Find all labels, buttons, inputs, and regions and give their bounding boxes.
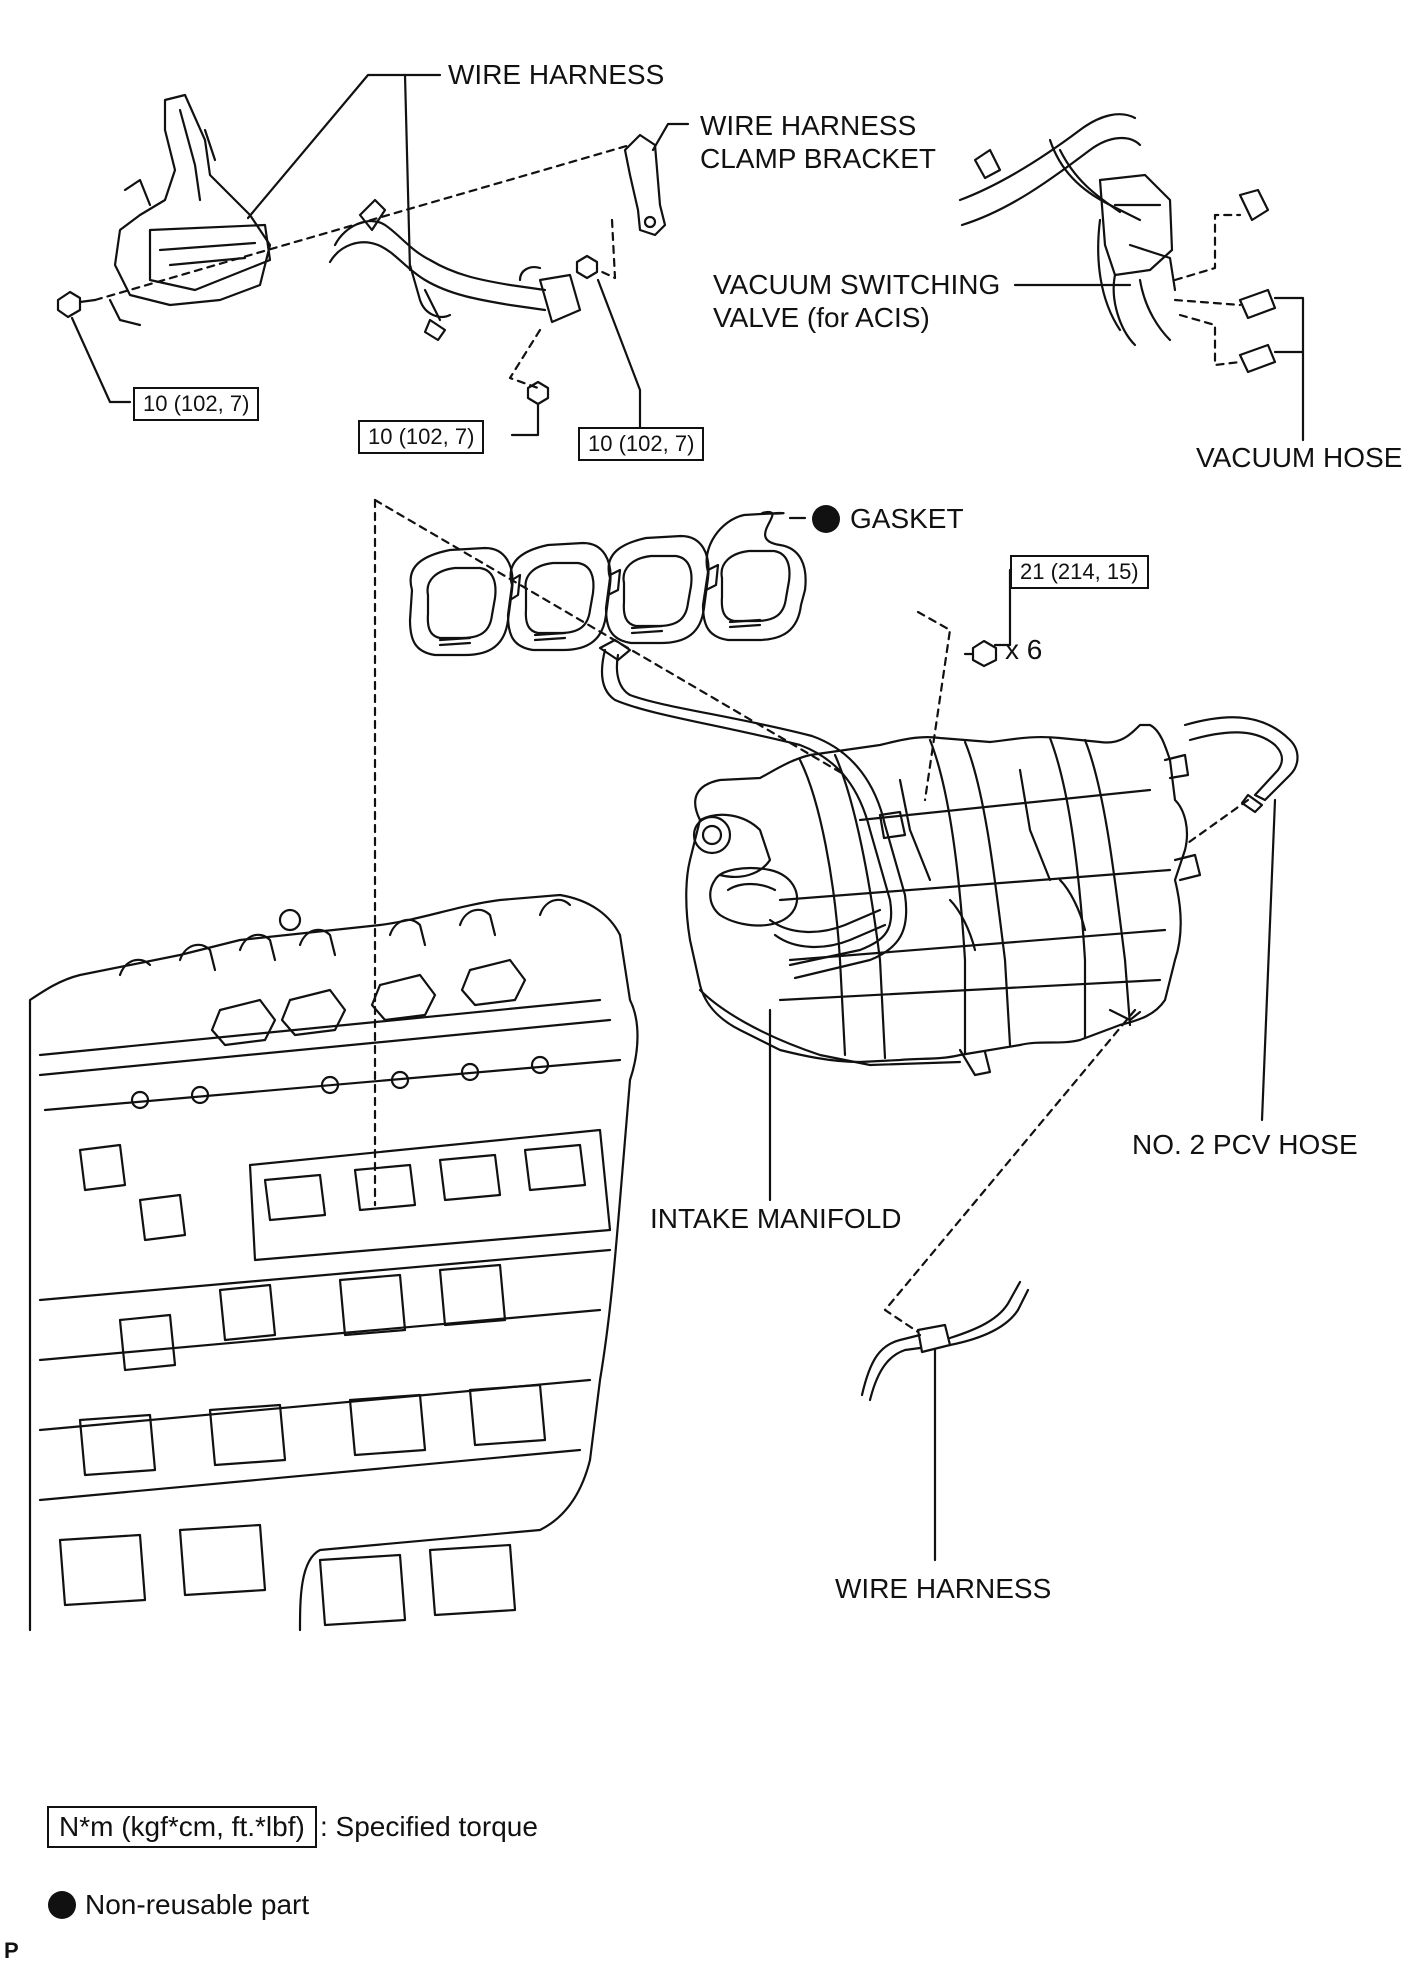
label-clamp-bracket-line2: CLAMP BRACKET — [700, 143, 936, 174]
label-wire-harness-top: WIRE HARNESS — [448, 59, 665, 90]
leaders-main — [768, 568, 1277, 1562]
bolt-right-icon — [575, 254, 599, 280]
leaders-top-right — [1013, 283, 1305, 442]
vsv-illustration — [958, 113, 1270, 347]
dashed-guides-main — [373, 498, 1250, 1334]
label-wire-harness-bottom: WIRE HARNESS — [835, 1573, 1052, 1604]
label-clamp-bracket-line1: WIRE HARNESS — [700, 110, 917, 141]
label-pcv-hose: NO. 2 PCV HOSE — [1132, 1129, 1358, 1160]
bolt-left-icon — [56, 290, 97, 319]
clamp-bracket-illustration — [623, 133, 667, 237]
torque-label-1: 10 (102, 7) — [133, 387, 260, 421]
label-bolt-count: x 6 — [1005, 634, 1043, 665]
harness-bracket-illustration — [108, 93, 272, 327]
label-gasket: GASKET — [850, 503, 964, 534]
legend-non-reusable-dot-icon — [48, 1891, 76, 1919]
corner-code: P — [4, 1938, 19, 1963]
manifold-bolt-icon — [963, 639, 998, 668]
pcv-hose-illustration — [1183, 716, 1299, 814]
label-vsv-line1: VACUUM SWITCHING — [713, 269, 1001, 300]
legend-torque-unit: N*m (kgf*cm, ft.*lbf) — [47, 1806, 317, 1848]
legend-torque-desc: : Specified torque — [320, 1811, 538, 1842]
label-intake-manifold: INTAKE MANIFOLD — [650, 1203, 902, 1234]
dashed-guides-top-left — [93, 143, 632, 390]
torque-label-2: 10 (102, 7) — [358, 420, 485, 454]
leaders-top-left — [70, 73, 690, 442]
torque-label-4: 21 (214, 15) — [1010, 555, 1149, 589]
legend-nonreusable-desc: Non-reusable part — [85, 1889, 310, 1920]
non-reusable-dot-icon — [812, 505, 840, 533]
dashed-guides-top-right — [1173, 213, 1242, 367]
pcv-tube-illustration — [598, 638, 908, 980]
vacuum-hose-pieces-illustration — [1238, 288, 1277, 374]
label-vsv-line2: VALVE (for ACIS) — [713, 302, 930, 333]
gasket-illustration — [408, 510, 807, 657]
wire-harness-top-illustration — [328, 198, 582, 342]
wire-harness-bottom-illustration — [860, 1280, 1030, 1402]
bolt-center-icon — [526, 380, 550, 406]
torque-label-3: 10 (102, 7) — [578, 427, 705, 461]
intake-manifold-illustration — [685, 723, 1202, 1077]
engine-block-illustration — [28, 893, 639, 1632]
label-vacuum-hose: VACUUM HOSE — [1196, 442, 1403, 473]
